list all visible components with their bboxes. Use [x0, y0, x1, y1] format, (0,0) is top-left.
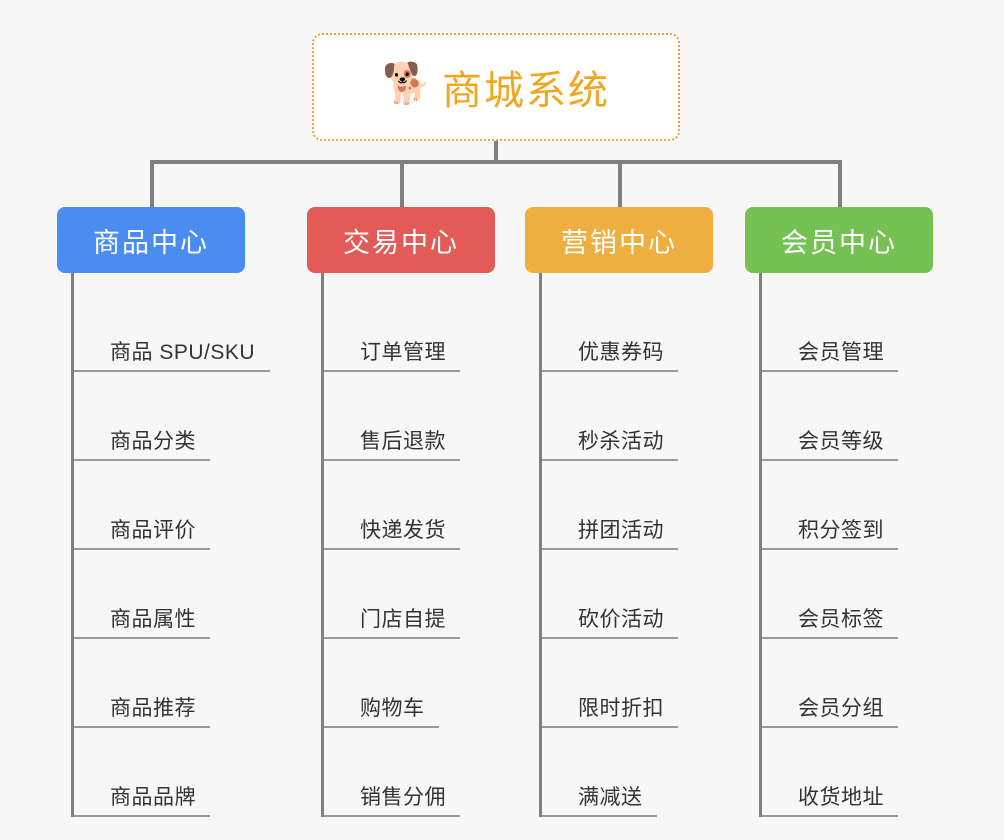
connector-drop-4	[838, 160, 842, 208]
root-title: 商城系统	[442, 69, 610, 113]
leaf-label: 秒杀活动	[578, 430, 664, 453]
leaf-label: 快递发货	[360, 519, 446, 542]
leaf-underline	[762, 459, 898, 461]
leaf-label: 拼团活动	[578, 519, 664, 542]
leaf-item[interactable]: 快递发货	[324, 461, 550, 550]
leaf-underline	[74, 637, 210, 639]
category-label: 营销中心	[561, 227, 677, 258]
leaf-underline	[324, 370, 460, 372]
category-box-member-center[interactable]: 会员中心	[745, 207, 933, 273]
leaf-underline	[324, 637, 460, 639]
column-member-center: 会员中心会员管理会员等级积分签到会员标签会员分组收货地址	[745, 207, 985, 817]
leaf-item[interactable]: 会员标签	[762, 550, 988, 639]
leaf-item[interactable]: 订单管理	[324, 283, 550, 372]
leaf-list-trade-center: 订单管理售后退款快递发货门店自提购物车销售分佣	[321, 273, 550, 817]
leaf-label: 购物车	[360, 697, 425, 720]
leaf-label: 会员分组	[798, 697, 884, 720]
leaf-underline	[74, 815, 210, 817]
connector-drop-1	[150, 160, 154, 208]
leaf-label: 限时折扣	[578, 697, 664, 720]
connector-horizontal-bus	[150, 160, 842, 164]
leaf-underline	[762, 637, 898, 639]
leaf-underline	[324, 815, 460, 817]
leaf-list-product-center: 商品 SPU/SKU 商品分类商品评价商品属性商品推荐商品品牌	[71, 273, 300, 817]
connector-drop-2	[400, 160, 404, 208]
category-box-product-center[interactable]: 商品中心	[57, 207, 245, 273]
leaf-label: 满减送	[578, 786, 643, 809]
leaf-label: 会员标签	[798, 608, 884, 631]
leaf-label: 销售分佣	[360, 786, 446, 809]
leaf-item[interactable]: 商品分类	[74, 372, 300, 461]
leaf-item[interactable]: 收货地址	[762, 728, 988, 817]
leaf-item[interactable]: 拼团活动	[542, 461, 768, 550]
leaf-label: 会员管理	[798, 341, 884, 364]
leaf-underline	[74, 459, 210, 461]
leaf-list-marketing-center: 优惠券码秒杀活动拼团活动砍价活动限时折扣满减送	[539, 273, 768, 817]
leaf-underline	[762, 370, 898, 372]
leaf-label: 收货地址	[798, 786, 884, 809]
leaf-underline	[542, 726, 678, 728]
category-label: 商品中心	[93, 227, 209, 258]
leaf-item[interactable]: 购物车	[324, 639, 550, 728]
leaf-label: 售后退款	[360, 430, 446, 453]
leaf-item[interactable]: 商品评价	[74, 461, 300, 550]
leaf-item[interactable]: 商品推荐	[74, 639, 300, 728]
column-product-center: 商品中心商品 SPU/SKU 商品分类商品评价商品属性商品推荐商品品牌	[57, 207, 297, 817]
leaf-underline	[762, 548, 898, 550]
leaf-underline	[324, 548, 460, 550]
leaf-list-member-center: 会员管理会员等级积分签到会员标签会员分组收货地址	[759, 273, 988, 817]
column-marketing-center: 营销中心优惠券码秒杀活动拼团活动砍价活动限时折扣满减送	[525, 207, 765, 817]
leaf-item[interactable]: 售后退款	[324, 372, 550, 461]
leaf-label: 商品评价	[110, 519, 196, 542]
leaf-label: 商品品牌	[110, 786, 196, 809]
leaf-item[interactable]: 商品属性	[74, 550, 300, 639]
connector-root-stem	[494, 141, 498, 163]
leaf-label: 商品推荐	[110, 697, 196, 720]
leaf-item[interactable]: 优惠券码	[542, 283, 768, 372]
leaf-item[interactable]: 门店自提	[324, 550, 550, 639]
leaf-label: 商品属性	[110, 608, 196, 631]
leaf-item[interactable]: 会员管理	[762, 283, 988, 372]
leaf-label: 商品分类	[110, 430, 196, 453]
category-box-marketing-center[interactable]: 营销中心	[525, 207, 713, 273]
leaf-underline	[542, 815, 657, 817]
leaf-underline	[542, 370, 678, 372]
category-box-trade-center[interactable]: 交易中心	[307, 207, 495, 273]
leaf-label: 订单管理	[360, 341, 446, 364]
leaf-underline	[542, 637, 678, 639]
leaf-item[interactable]: 商品 SPU/SKU	[74, 283, 300, 372]
leaf-underline	[542, 459, 678, 461]
leaf-label: 积分签到	[798, 519, 884, 542]
connector-drop-3	[618, 160, 622, 208]
leaf-item[interactable]: 积分签到	[762, 461, 988, 550]
leaf-underline	[74, 548, 210, 550]
leaf-item[interactable]: 会员等级	[762, 372, 988, 461]
leaf-item[interactable]: 限时折扣	[542, 639, 768, 728]
column-trade-center: 交易中心订单管理售后退款快递发货门店自提购物车销售分佣	[307, 207, 547, 817]
dog-face-icon: 🐕	[382, 62, 432, 106]
leaf-underline	[762, 726, 898, 728]
leaf-item[interactable]: 会员分组	[762, 639, 988, 728]
leaf-underline	[324, 459, 460, 461]
leaf-underline	[74, 370, 270, 372]
leaf-item[interactable]: 秒杀活动	[542, 372, 768, 461]
category-label: 交易中心	[343, 227, 459, 258]
leaf-item[interactable]: 砍价活动	[542, 550, 768, 639]
leaf-underline	[74, 726, 210, 728]
leaf-label: 优惠券码	[578, 341, 664, 364]
leaf-item[interactable]: 销售分佣	[324, 728, 550, 817]
category-label: 会员中心	[781, 227, 897, 258]
leaf-label: 砍价活动	[578, 608, 664, 631]
leaf-label: 会员等级	[798, 430, 884, 453]
leaf-item[interactable]: 商品品牌	[74, 728, 300, 817]
leaf-label: 商品 SPU/SKU	[110, 341, 256, 364]
root-node[interactable]: 🐕 商城系统	[312, 33, 680, 141]
leaf-item[interactable]: 满减送	[542, 728, 768, 817]
leaf-underline	[542, 548, 678, 550]
leaf-underline	[762, 815, 898, 817]
leaf-label: 门店自提	[360, 608, 446, 631]
leaf-underline	[324, 726, 439, 728]
